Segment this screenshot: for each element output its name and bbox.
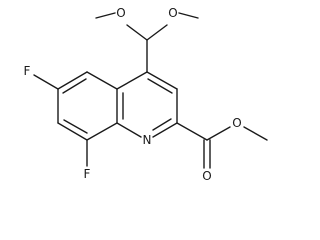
bond-c7-c8 [57,122,88,141]
atom-label-o-methoxy-left: O [116,6,125,20]
bond-c2-n [152,122,178,138]
bond-c2-carbonyl [176,122,208,141]
bond-n-c8a [116,122,142,138]
bond-c8-c8a [86,122,118,141]
bond-c6-f [33,74,59,90]
bond-c5-c6-double [62,78,87,94]
atom-label-f-top: F [24,64,31,78]
bond-c2-n-double [152,118,172,131]
atom-label-o-ester: O [232,116,241,130]
chemical-structure-drawing: O O F F N O O [24,6,268,183]
bond-c4-c3-double [147,78,173,94]
bond-o-left-methyl [95,12,116,19]
bond-carbonyl-o-ester [206,126,231,141]
atom-label-n-ring: N [143,133,152,147]
bond-c4a-c5 [86,71,118,90]
atom-label-f-bottom: F [84,167,91,181]
bond-o-ester-methyl [243,126,268,141]
structure-canvas: O O F F N O O [24,6,268,183]
atom-label-o-carbonyl: O [202,169,211,183]
bond-ch-o-left [126,24,148,41]
bond-o-right-methyl [178,12,199,19]
bond-ch-o-right [146,24,168,41]
bond-c7-c8-double [63,119,88,134]
atom-label-o-methoxy-right: O [168,6,177,20]
bond-c4-c3 [146,71,178,90]
bond-c4a-c4 [116,71,148,90]
bond-c5-c6 [57,71,88,90]
